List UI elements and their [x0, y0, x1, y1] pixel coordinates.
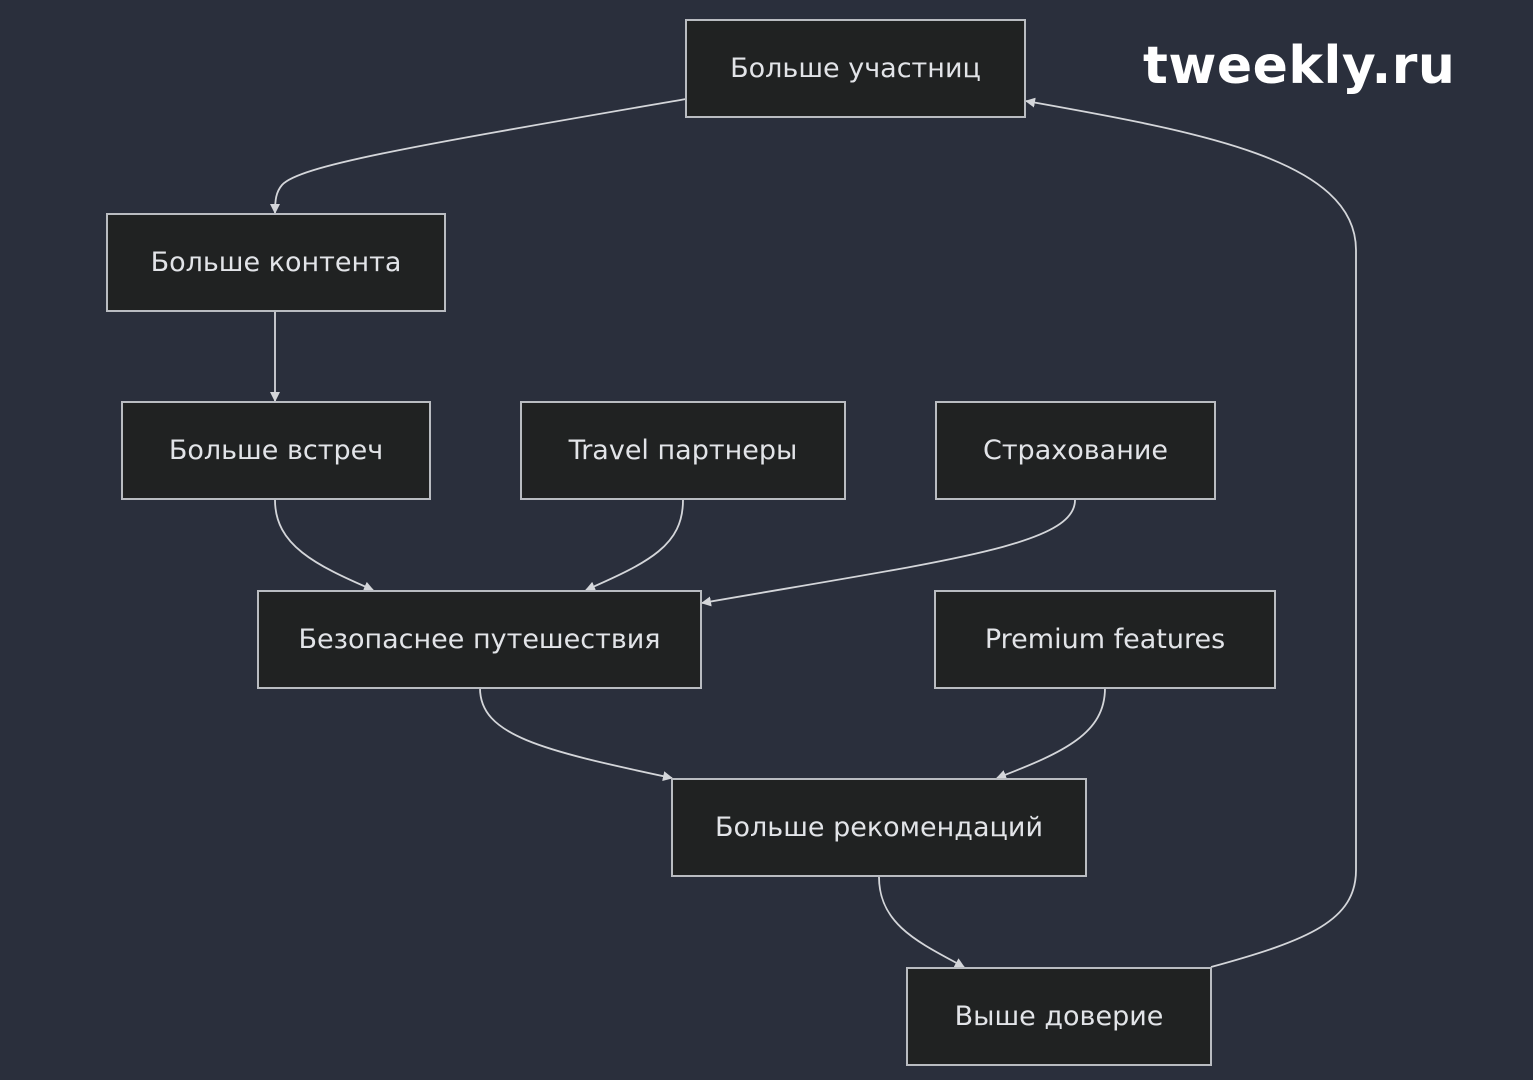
node-more-recommendations[interactable]: Больше рекомендаций: [671, 778, 1087, 877]
edge-insurance-to-safer-travel: [701, 499, 1076, 607]
edge-higher-trust-to-more-participants: [1025, 97, 1357, 968]
node-more-participants[interactable]: Больше участниц: [685, 19, 1026, 118]
node-safer-travel[interactable]: Безопаснее путешествия: [257, 590, 702, 689]
edge-more-participants-to-more-content: [270, 98, 687, 214]
node-more-content[interactable]: Больше контента: [106, 213, 446, 312]
edge-more-meetings-to-safer-travel: [274, 499, 374, 592]
edge-safer-travel-to-more-recommendations: [479, 687, 673, 782]
node-insurance[interactable]: Страхование: [935, 401, 1216, 500]
edge-premium-features-to-more-recommendations: [996, 687, 1106, 780]
node-more-meetings[interactable]: Больше встреч: [121, 401, 431, 500]
node-higher-trust[interactable]: Выше доверие: [906, 967, 1212, 1066]
edge-travel-partners-to-safer-travel: [585, 499, 684, 591]
node-premium-features[interactable]: Premium features: [934, 590, 1276, 689]
edge-more-recommendations-to-higher-trust: [878, 876, 965, 968]
brand-watermark: tweekly.ru: [1143, 36, 1456, 96]
node-travel-partners[interactable]: Travel партнеры: [520, 401, 846, 500]
